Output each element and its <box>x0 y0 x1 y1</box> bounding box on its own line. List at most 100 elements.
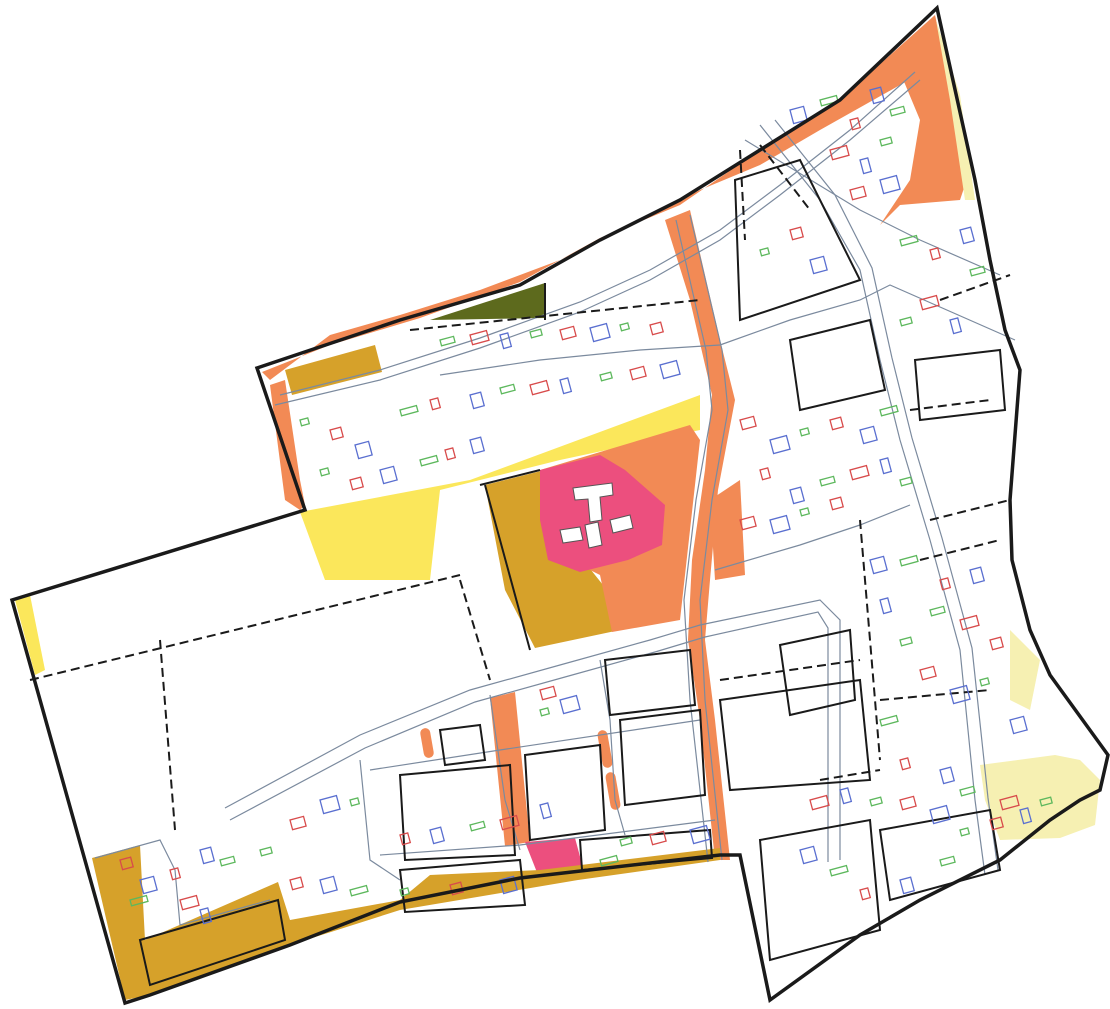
central-building-wing-3 <box>559 526 584 544</box>
building-outline <box>899 636 913 647</box>
plot-solid-13 <box>758 818 882 962</box>
central-building-wing-1 <box>584 521 603 549</box>
zone-pink-central <box>540 455 665 572</box>
zone-layer <box>15 15 1100 1000</box>
zone-orange-main-road <box>665 210 735 860</box>
road-east-west-3 <box>714 504 911 571</box>
building-outline <box>799 427 811 437</box>
building-outline <box>539 707 551 717</box>
building-outline <box>939 766 956 785</box>
building-outline <box>499 383 516 395</box>
zone-light-yellow-east <box>1010 630 1040 710</box>
zone-orange-east-strip <box>710 480 745 580</box>
building-outline <box>354 440 373 460</box>
building-outline <box>469 391 486 410</box>
zone-ochre-southwest <box>92 845 720 1000</box>
building-outline <box>649 321 665 336</box>
building-outline <box>879 714 899 727</box>
plot-solid-14 <box>878 808 1002 902</box>
building-outline <box>829 416 845 431</box>
plot-solid-10 <box>138 898 287 987</box>
road-layer <box>94 71 1016 926</box>
building-outline <box>949 317 963 335</box>
building-outline <box>439 335 456 347</box>
building-outline <box>1009 715 1028 735</box>
building-outline <box>319 467 331 477</box>
building-outline <box>299 417 311 427</box>
building-outline <box>429 826 446 845</box>
building-outline <box>819 94 839 107</box>
building-outline <box>849 185 867 201</box>
zone-orange-pill-3 <box>605 772 621 810</box>
road-inner-ns-1 <box>599 659 626 836</box>
building-outline <box>939 577 952 591</box>
building-outline <box>989 816 1005 831</box>
plot-dash-14 <box>939 274 1011 301</box>
building-outline <box>859 425 878 445</box>
building-outline <box>809 255 828 275</box>
building-outline <box>319 875 338 895</box>
building-outline <box>444 447 457 461</box>
building-outline <box>349 476 365 491</box>
building-outline <box>799 845 818 865</box>
building-outline <box>929 804 951 825</box>
building-outline <box>829 864 849 877</box>
road-east-west-1 <box>719 284 1016 346</box>
building-outline <box>899 757 912 771</box>
plot-dash-12 <box>819 769 881 781</box>
plot-solid-4 <box>398 763 517 862</box>
building-outline <box>589 322 611 343</box>
plot-solid-12 <box>788 318 887 412</box>
building-outline <box>889 105 906 117</box>
building-outline <box>899 876 916 895</box>
road-diagonal-south <box>224 599 841 860</box>
building-outline <box>619 836 633 847</box>
building-outline <box>399 887 411 897</box>
building-outline <box>539 685 557 701</box>
building-outline <box>919 294 940 311</box>
building-outline <box>659 359 681 380</box>
building-outline <box>859 157 873 175</box>
building-outline <box>849 464 870 481</box>
road-north-arterial-inner <box>279 71 916 396</box>
building-outline <box>829 144 850 161</box>
building-outline <box>739 415 757 431</box>
road-east-west-2 <box>439 344 721 376</box>
building-outline <box>959 226 976 245</box>
building-outline <box>199 846 216 865</box>
building-outline <box>139 875 158 895</box>
zone-light-yellow-se <box>980 755 1100 840</box>
building-outline <box>789 486 806 505</box>
building-outline <box>839 787 853 805</box>
building-outline <box>899 234 919 247</box>
plot-dash-11 <box>879 689 991 701</box>
building-outline <box>689 824 711 845</box>
building-outline <box>559 325 577 341</box>
building-outline <box>399 832 412 846</box>
building-outline <box>769 434 791 455</box>
plot-solid-17 <box>479 469 541 486</box>
building-outline <box>429 397 442 411</box>
building-outline <box>969 265 986 277</box>
plot-dash-8 <box>929 499 1011 521</box>
plot-solid-3 <box>438 723 487 767</box>
zone-orange-north-corridor <box>262 15 945 380</box>
zone-yellow-west-tip <box>15 595 45 675</box>
building-outline <box>929 605 946 617</box>
building-outline <box>739 515 757 531</box>
road-ne-spur <box>744 139 1001 276</box>
building-outline <box>869 86 886 105</box>
building-outline <box>619 322 631 332</box>
building-outline <box>999 794 1020 811</box>
zone-dark-olive <box>430 283 545 320</box>
building-outline <box>559 377 573 395</box>
building-outline <box>809 794 830 811</box>
central-building-main <box>572 482 614 523</box>
building-outline <box>919 665 937 681</box>
building-outline <box>349 797 361 807</box>
plot-dash-13 <box>909 399 991 411</box>
building-outline <box>879 404 899 417</box>
building-outline <box>879 597 893 615</box>
building-outline <box>1019 807 1033 825</box>
